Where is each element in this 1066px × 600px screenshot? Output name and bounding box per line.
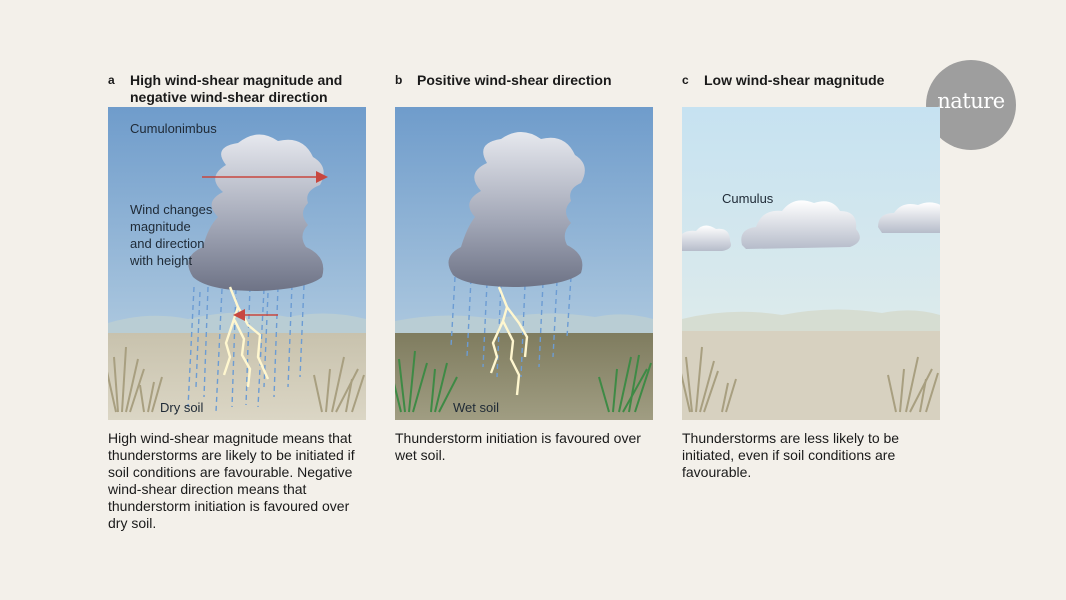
panel-c-letter: c <box>682 73 689 87</box>
cloud-label: Cumulonimbus <box>130 121 217 136</box>
panel-b-caption: Thunderstorm initiation is favoured over… <box>395 430 641 463</box>
cloud <box>448 132 585 287</box>
panel-b: b Positive wind-shear direction <box>395 72 653 463</box>
cloud <box>188 134 324 291</box>
wet-grass <box>395 350 652 413</box>
rain <box>187 284 305 413</box>
cumulus-clouds <box>682 200 940 251</box>
panel-b-title: Positive wind-shear direction <box>417 72 612 88</box>
panel-b-letter: b <box>395 73 403 87</box>
nature-logo: nature <box>926 60 1016 150</box>
lightning <box>489 286 529 396</box>
panel-a-title: High wind-shear magnitude and negative w… <box>130 72 343 105</box>
panel-a-header: a High wind-shear magnitude and negative… <box>108 72 366 106</box>
ground-label: Dry soil <box>160 400 203 415</box>
annotation-line-3: and direction <box>130 236 204 251</box>
annotation-line-4: with height <box>129 253 193 268</box>
cloud-label: Cumulus <box>722 191 774 206</box>
panel-c: c Low wind-shear magnitude <box>682 72 940 480</box>
annotation-line-1: Wind changes <box>130 202 213 217</box>
ground-label: Wet soil <box>453 400 499 415</box>
dry-grass <box>108 346 365 413</box>
annotation-line-2: magnitude <box>130 219 191 234</box>
panel-c-caption: Thunderstorms are less likely to be init… <box>682 430 900 480</box>
nature-logo-text: nature <box>937 89 1005 113</box>
panel-c-illustration: Cumulus <box>682 107 940 420</box>
panel-a-illustration: Cumulonimbus Wind changes magnitude and … <box>108 107 366 420</box>
panel-a-letter: a <box>108 73 115 87</box>
wind-arrow-upper <box>202 171 328 183</box>
panel-a-caption: High wind-shear magnitude means that thu… <box>108 430 355 531</box>
wind-arrow-lower <box>233 309 278 321</box>
panel-a: a High wind-shear magnitude and negative… <box>108 72 366 531</box>
panel-c-title: Low wind-shear magnitude <box>704 72 885 88</box>
panel-b-illustration: Wet soil <box>395 107 653 420</box>
panel-b-header: b Positive wind-shear direction <box>395 72 653 106</box>
dry-grass <box>682 346 939 413</box>
panel-c-header: c Low wind-shear magnitude <box>682 72 940 106</box>
